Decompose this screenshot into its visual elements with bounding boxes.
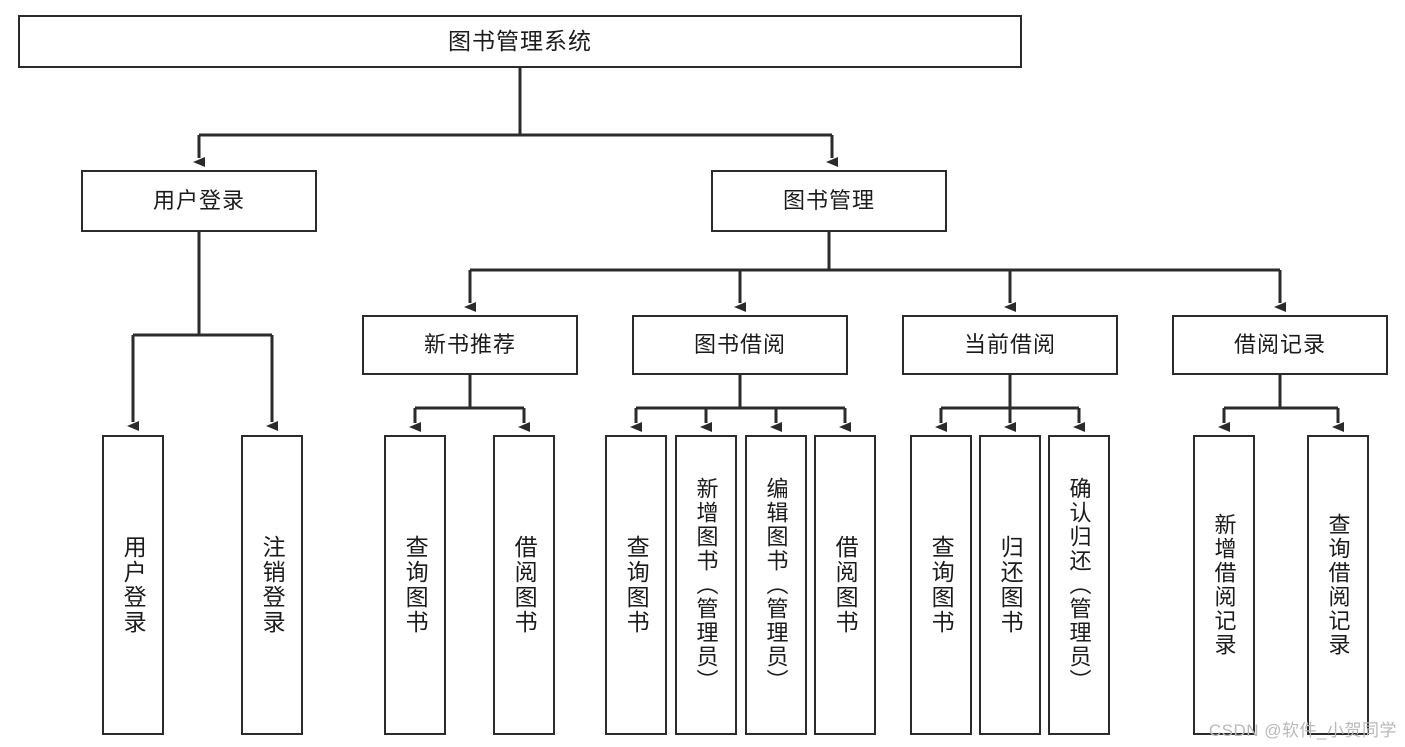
- node-label: 编辑图书（管理员）: [763, 477, 789, 693]
- node-label: 新书推荐: [423, 331, 516, 357]
- node-label: 归还图书: [997, 535, 1024, 635]
- leaf-borrow-add-book-admin[interactable]: 新增图书（管理员）: [675, 435, 737, 735]
- leaf-current-confirm-return-admin[interactable]: 确认归还（管理员）: [1048, 435, 1110, 735]
- node-label: 新增图书（管理员）: [693, 477, 719, 693]
- node-borrow-record[interactable]: 借阅记录: [1172, 315, 1388, 375]
- node-book-borrow[interactable]: 图书借阅: [632, 315, 848, 375]
- node-user-login[interactable]: 用户登录: [81, 170, 317, 232]
- node-label: 借阅图书: [511, 535, 538, 635]
- leaf-borrow-edit-book-admin[interactable]: 编辑图书（管理员）: [745, 435, 807, 735]
- node-label: 图书管理系统: [448, 27, 592, 54]
- leaf-recommend-borrow-book[interactable]: 借阅图书: [493, 435, 555, 735]
- node-label: 查询图书: [928, 535, 955, 635]
- node-label: 用户登录: [152, 187, 245, 213]
- node-new-book-recommend[interactable]: 新书推荐: [362, 315, 578, 375]
- node-label: 用户登录: [120, 535, 147, 635]
- node-label: 图书借阅: [693, 331, 786, 357]
- leaf-user-login[interactable]: 用户登录: [102, 435, 164, 735]
- node-label: 当前借阅: [963, 331, 1056, 357]
- leaf-borrow-query-book[interactable]: 查询图书: [605, 435, 667, 735]
- leaf-borrow-borrow-book[interactable]: 借阅图书: [814, 435, 876, 735]
- leaf-record-query-borrow-record[interactable]: 查询借阅记录: [1307, 435, 1369, 735]
- leaf-current-return-book[interactable]: 归还图书: [979, 435, 1041, 735]
- leaf-recommend-query-book[interactable]: 查询图书: [384, 435, 446, 735]
- node-label: 借阅图书: [832, 535, 859, 635]
- node-root-system[interactable]: 图书管理系统: [18, 15, 1022, 68]
- node-label: 新增借阅记录: [1211, 513, 1237, 657]
- watermark-text: CSDN @软件_小贺同学: [1208, 721, 1397, 740]
- node-book-management[interactable]: 图书管理: [711, 170, 947, 232]
- leaf-user-logout[interactable]: 注销登录: [241, 435, 303, 735]
- leaf-current-query-book[interactable]: 查询图书: [910, 435, 972, 735]
- node-label: 查询借阅记录: [1325, 513, 1351, 657]
- node-label: 查询图书: [402, 535, 429, 635]
- node-label: 注销登录: [259, 535, 286, 635]
- node-current-borrow[interactable]: 当前借阅: [902, 315, 1118, 375]
- node-label: 图书管理: [782, 187, 875, 213]
- leaf-record-add-borrow-record[interactable]: 新增借阅记录: [1193, 435, 1255, 735]
- node-label: 借阅记录: [1233, 331, 1326, 357]
- node-label: 确认归还（管理员）: [1066, 477, 1092, 693]
- node-label: 查询图书: [623, 535, 650, 635]
